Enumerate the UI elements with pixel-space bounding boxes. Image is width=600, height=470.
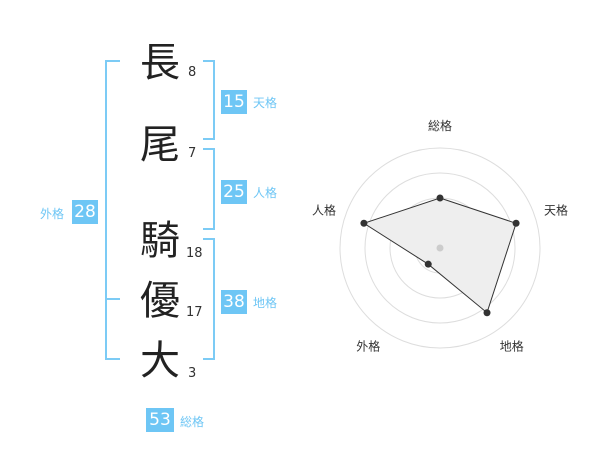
tenkaku-value-badge: 15	[221, 90, 247, 114]
jinkaku-bracket-top	[203, 148, 215, 150]
tenkaku-bracket-vertical	[213, 60, 215, 140]
radar-ring-2	[389, 197, 491, 299]
name-char-2: 尾	[140, 122, 180, 168]
radar-center-dot	[436, 244, 444, 252]
radar-axis-label-1: 総格	[428, 118, 452, 133]
chikaku-bracket-top	[203, 238, 215, 240]
radar-ring-1	[414, 222, 466, 274]
radar-points	[360, 194, 520, 317]
gaikaku-value-badge: 28	[72, 200, 98, 224]
radar-ring-4	[339, 147, 541, 349]
radar-axis-label-4: 外格	[356, 339, 380, 354]
radar-axis-label-3: 地格	[500, 339, 524, 354]
radar-ring-3	[364, 172, 516, 324]
jinkaku-value-badge: 25	[221, 180, 247, 204]
stroke-count-5: 3	[188, 366, 197, 381]
chikaku-bracket-bottom	[203, 358, 215, 360]
soukaku-label: 総格	[180, 415, 205, 429]
chikaku-bracket-vertical	[213, 238, 215, 360]
gaikaku-bracket-vertical	[105, 60, 107, 360]
name-char-4: 優	[140, 278, 180, 324]
tenkaku-label: 天格	[253, 96, 278, 110]
radar-axis-label-2: 天格	[544, 202, 568, 217]
radar-point-1	[436, 194, 444, 202]
jinkaku-label: 人格	[253, 186, 278, 200]
name-char-3: 騎	[140, 218, 180, 264]
gaikaku-bracket-top	[105, 60, 120, 62]
name-char-5: 大	[140, 338, 180, 384]
jinkaku-bracket-vertical	[213, 148, 215, 230]
gaikaku-bracket-bottom	[105, 358, 120, 360]
radar-point-3	[483, 309, 491, 317]
soukaku-value-badge: 53	[146, 408, 174, 432]
stroke-count-1: 8	[188, 65, 197, 80]
stroke-count-4: 17	[186, 305, 203, 320]
chikaku-label: 地格	[253, 296, 278, 310]
name-char-1: 長	[140, 40, 180, 86]
radar-rings	[339, 147, 541, 349]
radar-axis-label-5: 人格	[312, 202, 336, 217]
gaikaku-label: 外格	[40, 207, 65, 221]
radar-point-2	[512, 219, 520, 227]
radar-point-5	[360, 219, 368, 227]
chikaku-value-badge: 38	[221, 290, 247, 314]
radar-polygon	[362, 197, 517, 314]
stroke-count-3: 18	[186, 246, 203, 261]
radar-point-4	[424, 260, 432, 268]
gaikaku-bracket-mid	[105, 298, 120, 300]
tenkaku-bracket-top	[203, 60, 215, 62]
jinkaku-bracket-bottom	[203, 228, 215, 230]
stroke-count-2: 7	[188, 146, 197, 161]
tenkaku-bracket-bottom	[203, 138, 215, 140]
